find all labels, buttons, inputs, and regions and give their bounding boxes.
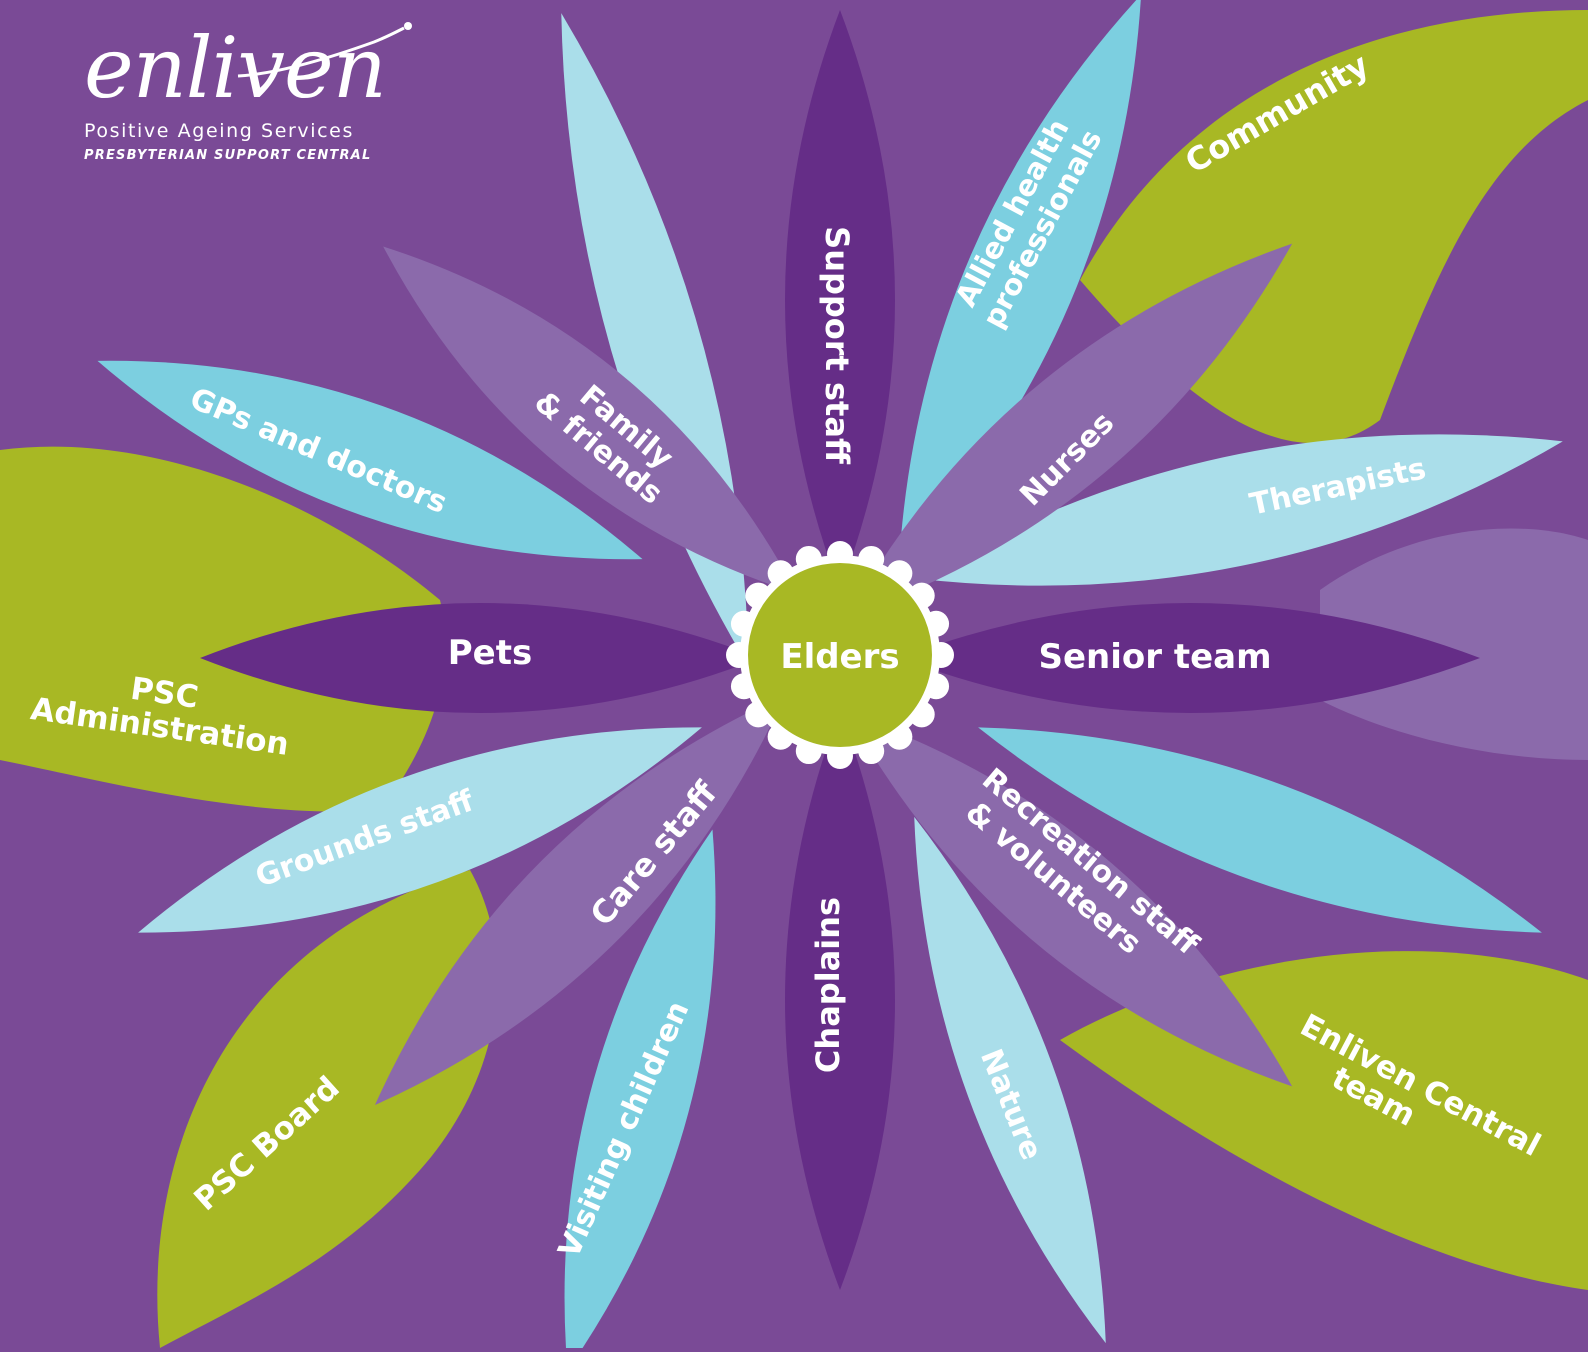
enliven-logo: enliven Positive Ageing Services PRESBYT… [84,19,412,163]
label-senior-team: Senior team [1038,637,1271,677]
centre-disc [748,563,932,747]
logo-swoosh-icon [237,22,412,78]
label-chaplains: Chaplains [809,897,847,1073]
logo-wordmark: enliven [84,19,387,117]
leaf-psc-administration [0,446,446,812]
logo-organisation: PRESBYTERIAN SUPPORT CENTRAL [84,148,372,163]
label-support-staff: Support staff [818,226,856,465]
leaf-psc-board [157,870,498,1348]
logo-tagline: Positive Ageing Services [84,120,354,142]
label-pets: Pets [448,633,532,673]
centre: Elders [726,541,954,769]
label-elders: Elders [780,637,899,677]
leaf-right-purple [1320,528,1588,760]
